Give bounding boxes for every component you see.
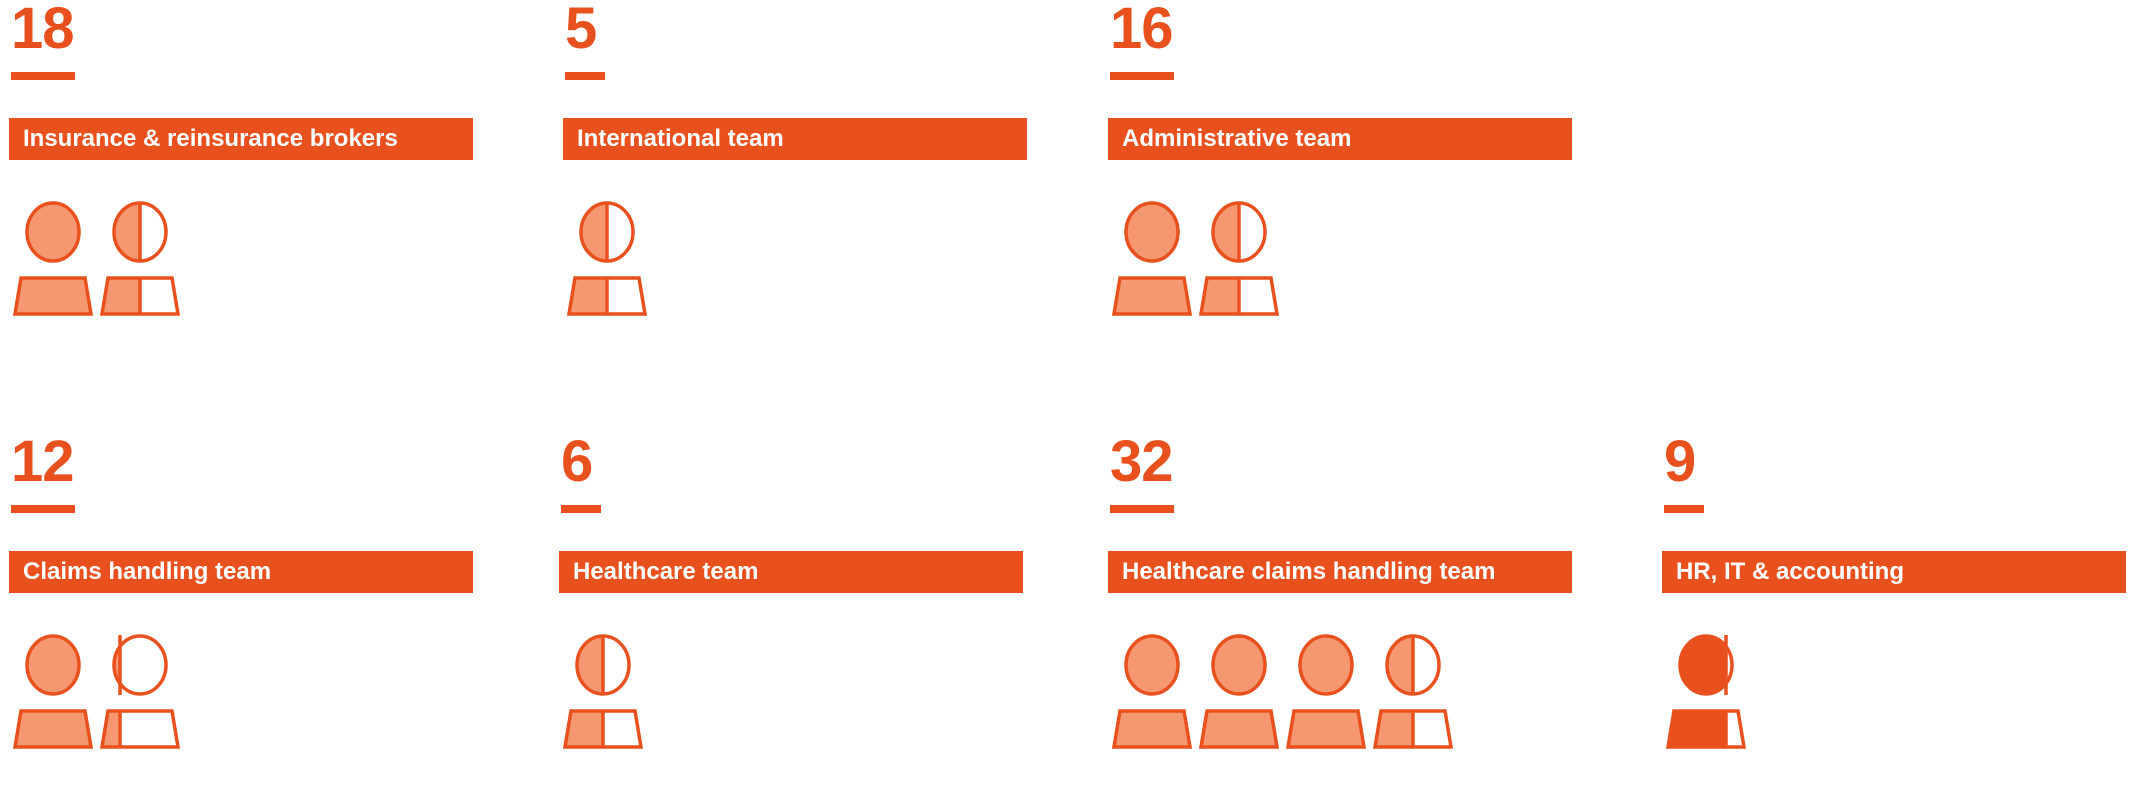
count-underline (565, 72, 605, 80)
people-icons (562, 634, 644, 749)
category-label: HR, IT & accounting (1662, 551, 2126, 593)
person-icon (1198, 634, 1280, 749)
category-label: International team (563, 118, 1027, 160)
count-underline (11, 505, 75, 513)
person-icon (99, 201, 181, 316)
count-underline (1664, 505, 1704, 513)
person-icon (1665, 634, 1747, 749)
count-underline (1110, 72, 1174, 80)
data-label: 12 (11, 429, 75, 494)
category-label: Insurance & reinsurance brokers (9, 118, 473, 160)
data-label: 18 (11, 0, 75, 61)
person-icon (1111, 634, 1193, 749)
person-icon (1111, 201, 1193, 316)
category-label: Healthcare claims handling team (1108, 551, 1572, 593)
count-underline (11, 72, 75, 80)
data-label: 5 (565, 0, 597, 61)
person-icon (1285, 634, 1367, 749)
person-icon (562, 634, 644, 749)
data-label: 32 (1110, 429, 1174, 494)
person-icon (566, 201, 648, 316)
person-icon (99, 634, 181, 749)
data-label: 9 (1664, 429, 1696, 494)
person-icon (12, 634, 94, 749)
person-icon (1372, 634, 1454, 749)
people-icons (1111, 634, 1454, 749)
data-label: 16 (1110, 0, 1174, 61)
person-icon (12, 201, 94, 316)
data-label: 6 (561, 429, 593, 494)
people-icons (12, 634, 181, 749)
category-label: Claims handling team (9, 551, 473, 593)
people-icons (566, 201, 648, 316)
count-underline (1110, 505, 1174, 513)
count-underline (561, 505, 601, 513)
people-icons (1665, 634, 1747, 749)
people-icons (12, 201, 181, 316)
category-label: Administrative team (1108, 118, 1572, 160)
person-icon (1198, 201, 1280, 316)
people-icons (1111, 201, 1280, 316)
category-label: Healthcare team (559, 551, 1023, 593)
